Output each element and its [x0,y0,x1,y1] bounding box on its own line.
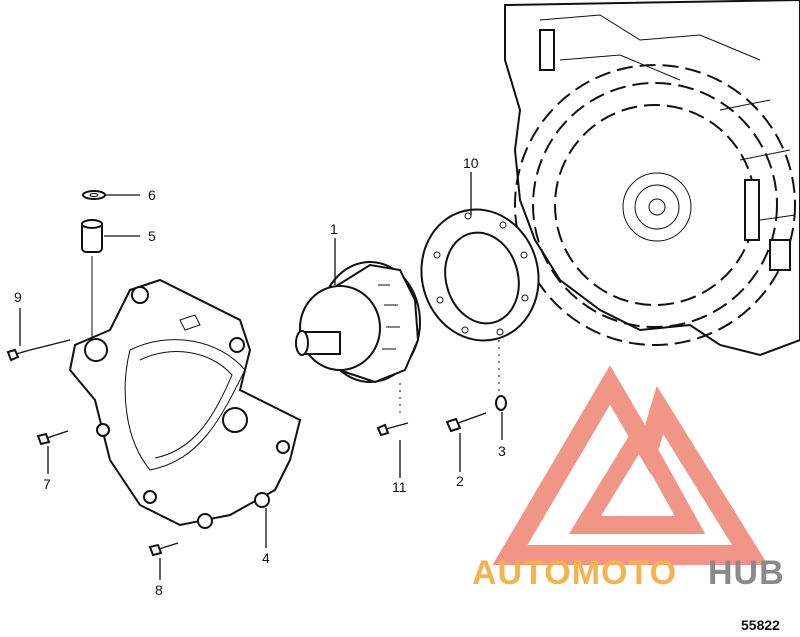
screw-8 [148,542,179,557]
engine-flywheel [504,0,800,357]
watermark-text-orange: AUTOMOTO [472,554,677,592]
screw-7 [36,430,69,446]
callout-3: 3 [498,443,506,459]
callout-1: 1 [330,221,338,237]
watermark-logo [492,365,768,565]
isolator-mount [81,219,103,253]
callout-6: 6 [148,187,156,203]
callout-8: 8 [155,582,163,598]
leader-lines [19,172,503,580]
callout-4: 4 [262,550,270,566]
figure-number: 55822 [741,617,780,633]
lockwasher-3 [495,395,507,411]
callout-2: 2 [456,473,464,489]
callout-7: 7 [43,476,51,492]
screw-2 [445,412,487,433]
screw-9 [6,348,31,362]
drive-coupler [295,261,421,384]
flywheel-housing [68,278,302,529]
washer [82,190,106,200]
callout-5: 5 [148,228,156,244]
callout-10: 10 [463,155,479,171]
callout-9: 9 [14,289,22,305]
callout-11: 11 [392,479,407,495]
adapter-plate [420,208,540,342]
screw-11 [376,422,409,437]
watermark-text-gray: HUB [708,554,785,592]
